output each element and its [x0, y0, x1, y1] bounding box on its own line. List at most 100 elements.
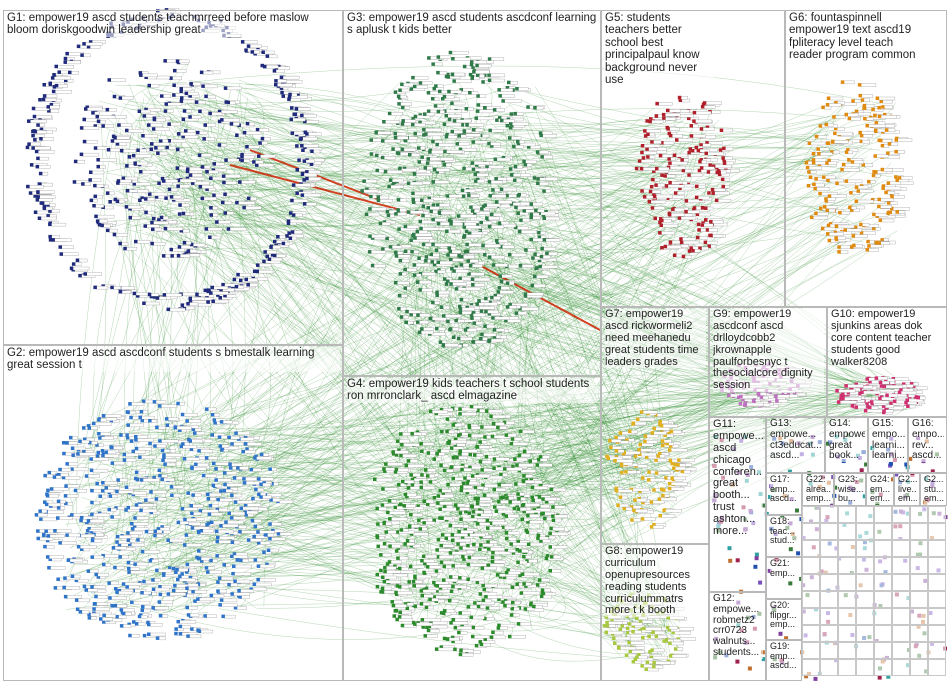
- group-box-g7: G7: empower19 ascd rickwormeli2 need mee…: [601, 307, 709, 544]
- tiny-group-cell: [820, 625, 838, 642]
- group-label-g22: G22: alrea... emp...: [806, 475, 831, 505]
- tiny-group-cell: [820, 659, 838, 676]
- tiny-group-cell: [838, 642, 856, 659]
- group-label-g17: G17: emp... ascd...: [770, 475, 799, 505]
- tiny-group-cell: [802, 608, 820, 625]
- tiny-group-cell: [856, 608, 874, 625]
- group-box-g19: G19: emp... ascd...: [766, 640, 802, 681]
- group-box-g10: G10: empower19 sjunkins areas dok core c…: [827, 307, 947, 417]
- tiny-group-cell: [838, 591, 856, 608]
- group-box-g24: G24: em... em...: [866, 473, 894, 506]
- tiny-group-cell: [928, 642, 946, 659]
- group-box-g18: G18: teac... stud...: [766, 515, 802, 557]
- tiny-group-cell: [802, 523, 820, 540]
- group-box-g1: G1: empower19 ascd students teachmrreed …: [3, 10, 343, 345]
- group-box-g17: G17: emp... ascd...: [766, 473, 802, 515]
- tiny-group-cell: [856, 642, 874, 659]
- group-label-g9: G9: empower19 ascdconf ascd drlloydcobb2…: [713, 309, 824, 393]
- tiny-group-cell: [802, 659, 820, 676]
- group-label-g13: G13: empowe... ct3educat... ascd...: [770, 419, 822, 463]
- tiny-group-cell: [874, 540, 892, 557]
- tiny-group-cell: [892, 625, 910, 642]
- group-label-g23: G23: wise... bu...: [838, 475, 863, 505]
- tiny-group-cell: [874, 523, 892, 540]
- tiny-group-cell: [838, 574, 856, 591]
- group-label-g12: G12: empowe... robmetz2 crr0723 walnuts.…: [713, 594, 763, 659]
- tiny-group-cell: [874, 506, 892, 523]
- group-box-g3: G3: empower19 ascd students ascdconf lea…: [343, 10, 601, 376]
- group-box-g23: G23: wise... bu...: [834, 473, 866, 506]
- group-box-g5: G5: students teachers better school best…: [601, 10, 785, 307]
- group-box-g9: G9: empower19 ascdconf ascd drlloydcobb2…: [709, 307, 827, 417]
- group-label-g4: G4: empower19 kids teachers t school stu…: [347, 378, 598, 403]
- tiny-group-cell: [838, 523, 856, 540]
- tiny-group-cell: [802, 574, 820, 591]
- tiny-group-cell: [856, 540, 874, 557]
- group-box-g14: G14: empowe... great book...: [825, 417, 868, 473]
- tiny-group-cell: [856, 659, 874, 676]
- tiny-group-cell: [910, 642, 928, 659]
- group-label-g7: G7: empower19 ascd rickwormeli2 need mee…: [605, 309, 706, 369]
- group-label-g10: G10: empower19 sjunkins areas dok core c…: [831, 309, 944, 369]
- tiny-group-cell: [838, 608, 856, 625]
- tiny-group-cell: [820, 574, 838, 591]
- tiny-group-cell: [910, 523, 928, 540]
- tiny-group-cell: [910, 608, 928, 625]
- group-label-g1: G1: empower19 ascd students teachmrreed …: [7, 12, 340, 37]
- group-box-g2: G2: empower19 ascd ascdconf students s b…: [3, 345, 343, 681]
- tiny-group-cell: [838, 557, 856, 574]
- group-label-g8: G8: empower19 curriculum openupresources…: [605, 546, 706, 618]
- tiny-group-cell: [856, 523, 874, 540]
- tiny-group-cell: [910, 506, 928, 523]
- group-label-g25: G2... live... em...: [898, 475, 917, 505]
- tiny-group-cell: [892, 642, 910, 659]
- tiny-group-cell: [874, 642, 892, 659]
- group-box-g11: G11: empowe... ascd chicago conferen... …: [709, 417, 766, 592]
- tiny-group-cell: [874, 608, 892, 625]
- tiny-group-cell: [892, 523, 910, 540]
- group-box-g8: G8: empower19 curriculum openupresources…: [601, 544, 709, 681]
- tiny-group-cell: [892, 506, 910, 523]
- group-box-g4: G4: empower19 kids teachers t school stu…: [343, 376, 601, 681]
- tiny-group-cell: [892, 540, 910, 557]
- tiny-group-cell: [802, 557, 820, 574]
- tiny-group-cell: [892, 574, 910, 591]
- tiny-group-cell: [874, 625, 892, 642]
- tiny-group-cell: [820, 608, 838, 625]
- tiny-group-cell: [910, 557, 928, 574]
- tiny-group-cell: [874, 557, 892, 574]
- tiny-group-cell: [928, 540, 946, 557]
- tiny-group-cell: [892, 659, 910, 676]
- tiny-group-cell: [856, 574, 874, 591]
- tiny-group-cell: [928, 557, 946, 574]
- group-label-g6: G6: fountaspinnell empower19 text ascd19…: [789, 12, 916, 62]
- tiny-group-cell: [802, 591, 820, 608]
- tiny-group-cell: [856, 625, 874, 642]
- tiny-groups-grid: [802, 506, 947, 681]
- tiny-group-cell: [838, 625, 856, 642]
- tiny-group-cell: [910, 659, 928, 676]
- tiny-group-cell: [874, 659, 892, 676]
- group-label-g18: G18: teac... stud...: [770, 517, 799, 547]
- group-label-g21: G21: emp...: [770, 559, 799, 579]
- tiny-group-cell: [820, 506, 838, 523]
- group-box-g21: G21: emp...: [766, 557, 802, 599]
- tiny-group-cell: [802, 540, 820, 557]
- tiny-group-cell: [820, 642, 838, 659]
- group-label-g11: G11: empowe... ascd chicago conferen... …: [713, 419, 763, 538]
- group-label-g24: G24: em... em...: [870, 475, 891, 505]
- tiny-group-cell: [928, 659, 946, 676]
- group-box-g15: G15: empo... learni... learni...: [868, 417, 908, 473]
- tiny-group-cell: [838, 659, 856, 676]
- group-box-g22: G22: alrea... emp...: [802, 473, 834, 506]
- tiny-group-cell: [892, 557, 910, 574]
- tiny-group-cell: [910, 540, 928, 557]
- tiny-group-cell: [892, 608, 910, 625]
- tiny-group-cell: [820, 523, 838, 540]
- tiny-group-cell: [928, 591, 946, 608]
- tiny-group-cell: [910, 574, 928, 591]
- group-label-g20: G20: flipgr... emp...: [770, 601, 799, 631]
- group-box-g26: G2... stu... em...: [920, 473, 947, 506]
- group-label-g5: G5: students teachers better school best…: [605, 12, 714, 87]
